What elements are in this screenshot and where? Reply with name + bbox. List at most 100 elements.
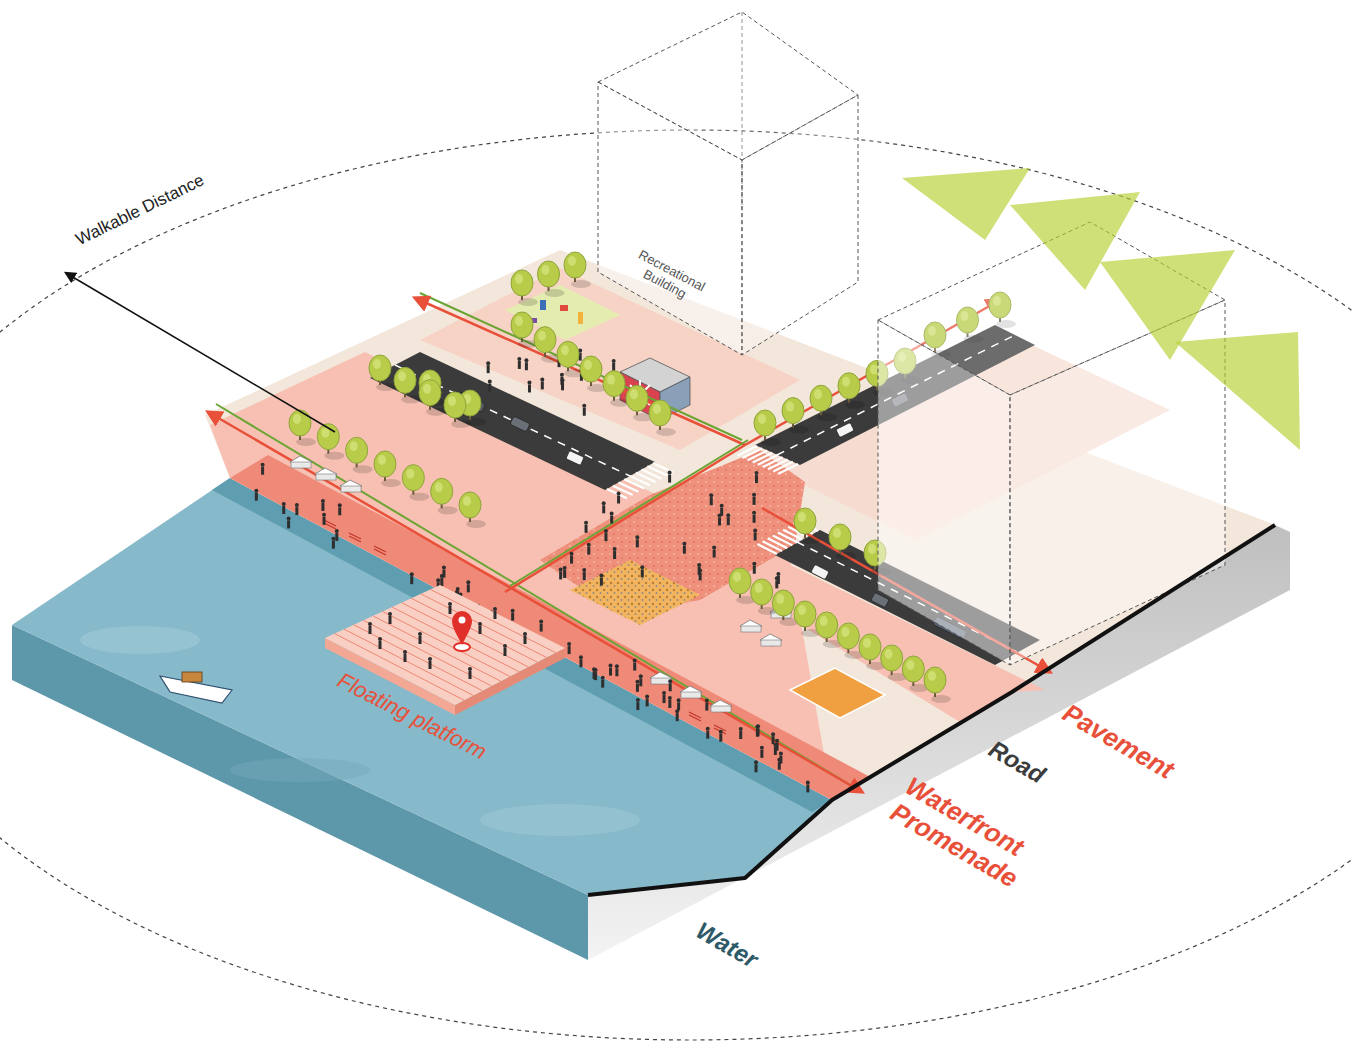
person — [540, 624, 543, 632]
person — [525, 362, 528, 370]
tree-canopy — [816, 612, 838, 638]
person — [261, 467, 264, 475]
play-equipment — [578, 312, 583, 324]
person — [754, 532, 757, 540]
person — [584, 521, 588, 525]
person — [760, 746, 764, 750]
tree — [419, 370, 446, 406]
person — [719, 734, 722, 742]
person — [429, 661, 432, 669]
vehicle — [836, 422, 854, 437]
person — [705, 703, 708, 711]
person — [486, 361, 490, 365]
market-stall — [341, 486, 361, 492]
person — [752, 493, 756, 497]
person — [677, 702, 680, 710]
tree-canopy — [431, 478, 453, 504]
tree — [794, 508, 821, 544]
person — [774, 747, 777, 755]
person — [755, 475, 758, 483]
crosswalk-stripe — [758, 455, 778, 465]
person — [523, 632, 527, 636]
person — [261, 463, 265, 467]
person — [640, 565, 644, 569]
water-ripple — [80, 626, 200, 654]
person — [636, 698, 640, 702]
market-stall — [741, 626, 761, 632]
person — [705, 699, 709, 703]
person — [287, 520, 290, 528]
tree-canopy — [603, 371, 625, 397]
person — [568, 646, 571, 654]
market-stall — [650, 672, 672, 684]
tree-canopy — [511, 270, 533, 296]
person — [615, 664, 619, 668]
person — [806, 784, 809, 792]
market-stall — [710, 700, 732, 712]
person — [668, 471, 672, 475]
deck-line — [411, 598, 537, 662]
person — [604, 533, 607, 541]
person — [706, 727, 710, 731]
crosswalk-stripe — [753, 453, 773, 463]
person — [517, 357, 521, 361]
plaza-square — [570, 560, 700, 625]
tree-canopy — [772, 590, 794, 616]
person — [479, 626, 482, 634]
tree-canopy — [754, 410, 776, 436]
person — [570, 556, 573, 564]
person — [468, 667, 472, 671]
person — [753, 566, 756, 574]
tree-canopy — [838, 373, 860, 399]
person — [599, 574, 603, 578]
tree-highlight — [755, 583, 763, 593]
person — [540, 377, 544, 381]
person — [539, 620, 543, 624]
tree-canopy — [810, 385, 832, 411]
tree-highlight — [463, 496, 471, 506]
person — [713, 550, 716, 558]
tree-canopy — [794, 601, 816, 627]
person — [775, 580, 778, 588]
person — [524, 358, 528, 362]
person — [636, 684, 639, 692]
person — [511, 613, 514, 621]
tree — [564, 252, 591, 288]
person — [777, 758, 781, 762]
person — [612, 363, 615, 371]
person — [587, 543, 591, 547]
person — [524, 636, 527, 644]
tree — [924, 667, 951, 703]
climate-indicator — [1175, 332, 1300, 450]
crosswalk-stripe — [748, 451, 768, 461]
green-route — [510, 440, 748, 586]
tree-highlight — [435, 482, 443, 492]
person — [560, 377, 563, 385]
person — [710, 497, 713, 505]
vehicle — [510, 416, 530, 432]
person — [587, 547, 590, 555]
person — [583, 408, 586, 416]
tree — [649, 400, 676, 436]
tree-canopy — [374, 451, 396, 477]
person — [726, 513, 730, 517]
play-equipment — [540, 300, 546, 310]
person — [636, 539, 639, 547]
person — [511, 609, 515, 613]
person — [771, 732, 775, 736]
person — [579, 659, 582, 667]
tree-canopy — [794, 508, 816, 534]
person — [563, 570, 566, 578]
person — [756, 724, 760, 728]
tree-canopy — [902, 656, 924, 682]
building-volume — [598, 82, 742, 355]
person — [335, 533, 338, 541]
tree-highlight — [406, 469, 414, 479]
person — [442, 566, 446, 570]
tree-canopy — [369, 355, 391, 381]
person — [739, 731, 742, 739]
person — [440, 578, 443, 586]
person — [712, 546, 716, 550]
tree-highlight — [538, 331, 546, 341]
person — [419, 636, 422, 644]
